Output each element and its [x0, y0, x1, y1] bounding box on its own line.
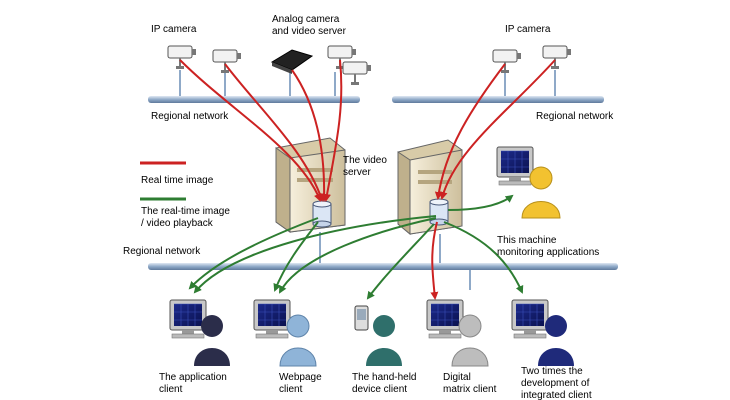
user-teal-icon: [366, 315, 402, 366]
analog-camera-icon: [342, 61, 372, 86]
regional-network-right-label: Regional network: [536, 111, 614, 122]
monitor-icon: [511, 299, 549, 339]
regional-network-left-label: Regional network: [151, 111, 229, 122]
video-server-label-1: The video: [343, 155, 387, 166]
client-digital-label-2: matrix client: [443, 384, 497, 395]
client-digital-label-1: Digital: [443, 372, 471, 383]
realtime-image-lines: [179, 59, 556, 300]
monitor-icon: [426, 299, 464, 339]
client-application-label-2: client: [159, 384, 183, 395]
analog-camera-label-1: Analog camera: [272, 14, 340, 25]
ip-camera-icon: [542, 45, 572, 70]
client-handheld-label-2: device client: [352, 384, 407, 395]
client-integrated-label-2: development of: [521, 378, 590, 389]
client-integrated-label-1: Two times the: [521, 366, 583, 377]
legend-playback-label-1: The real-time image: [141, 206, 230, 217]
analog-camera-label-2: and video server: [272, 26, 347, 37]
storage-cylinder-icon: [312, 200, 332, 228]
regional-network-bar-right: [392, 96, 604, 103]
monitor-icon: [496, 146, 534, 186]
client-application-label-1: The application: [159, 372, 227, 383]
client-webpage-label-1: Webpage: [279, 372, 322, 383]
ip-camera-icon: [167, 45, 197, 70]
storage-cylinder-icon: [429, 198, 449, 226]
monitor-app-label-1: This machine: [497, 235, 557, 246]
monitor-icon: [169, 299, 207, 339]
client-handheld-label-1: The hand-held: [352, 372, 417, 383]
legend-realtime-label: Real time image: [141, 175, 214, 186]
user-gray-icon: [451, 314, 489, 367]
user-yellow-icon: [521, 166, 561, 219]
analog-video-server-icon: [270, 49, 314, 74]
monitor-app-label-2: monitoring applications: [497, 247, 599, 258]
regional-network-bar-bottom: [148, 263, 618, 270]
ip-camera-right-label: IP camera: [505, 24, 551, 35]
client-integrated-label-3: integrated client: [521, 390, 592, 400]
camera-drop-lines: [179, 70, 556, 290]
ip-camera-icon: [212, 49, 242, 74]
legend-playback-label-2: / video playback: [141, 218, 214, 229]
monitor-icon: [253, 299, 291, 339]
regional-network-bottom-label: Regional network: [123, 246, 201, 257]
user-navy-icon: [538, 315, 574, 366]
video-server-label-2: server: [343, 167, 371, 178]
ip-camera-icon: [492, 49, 522, 74]
ip-camera-left-label: IP camera: [151, 24, 197, 35]
diagram-labels: IP camera Analog camera and video server…: [123, 14, 614, 400]
user-dark-navy-icon: [194, 315, 230, 366]
client-webpage-label-2: client: [279, 384, 303, 395]
user-light-blue-icon: [279, 314, 317, 367]
playback-lines: [188, 194, 524, 300]
handheld-device-icon: [354, 305, 369, 331]
